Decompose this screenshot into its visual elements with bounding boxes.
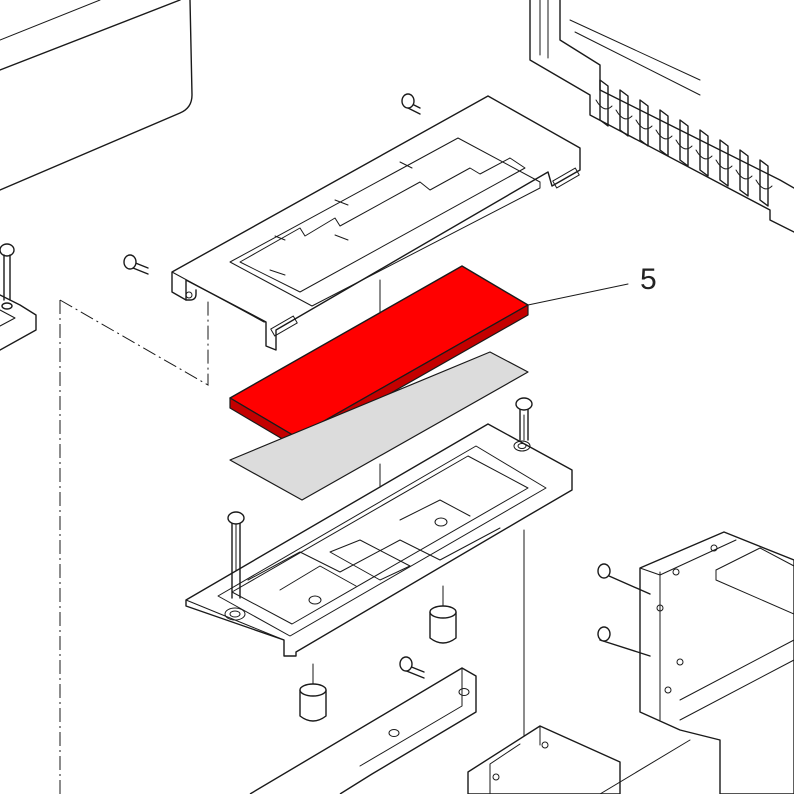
upper-cover-bracket — [171, 95, 581, 351]
gray-adhesive-sheet — [229, 351, 529, 501]
terminal-tooth — [739, 149, 749, 197]
rubber-foot-center — [429, 585, 457, 644]
right-box-assembly — [597, 531, 794, 794]
terminal-tooth — [679, 119, 689, 167]
terminal-tooth — [639, 99, 649, 147]
terminal-tooth — [599, 79, 609, 127]
tray-screw-left — [227, 511, 245, 599]
lower-bracket — [249, 656, 477, 794]
terminal-tooth — [759, 159, 769, 207]
terminal-block-assembly — [529, 0, 794, 233]
callout-5: 5 — [527, 263, 657, 306]
terminal-clip — [595, 99, 613, 110]
left-mounting-block — [0, 243, 37, 351]
terminal-tooth — [659, 109, 669, 157]
terminal-clip — [615, 109, 633, 120]
bottom-plate — [467, 725, 691, 794]
terminal-clip — [675, 139, 693, 150]
terminal-clip — [735, 169, 753, 180]
terminal-tooth — [719, 139, 729, 187]
terminal-clip — [655, 129, 673, 140]
screw-top-right — [401, 93, 421, 115]
terminal-clip — [755, 179, 773, 190]
terminal-tooth — [619, 89, 629, 137]
terminal-clip — [635, 119, 653, 130]
screw-top-left — [123, 254, 149, 275]
terminal-tooth — [699, 129, 709, 177]
terminal-clip — [715, 159, 733, 170]
cabinet-panel-top-left — [0, 0, 193, 191]
rubber-foot-left — [299, 663, 327, 722]
lower-tray-base — [185, 423, 573, 657]
tray-screw-right — [515, 397, 533, 441]
terminal-clip — [695, 149, 713, 160]
reference-lines — [59, 299, 209, 794]
callout-label-5: 5 — [640, 263, 657, 296]
